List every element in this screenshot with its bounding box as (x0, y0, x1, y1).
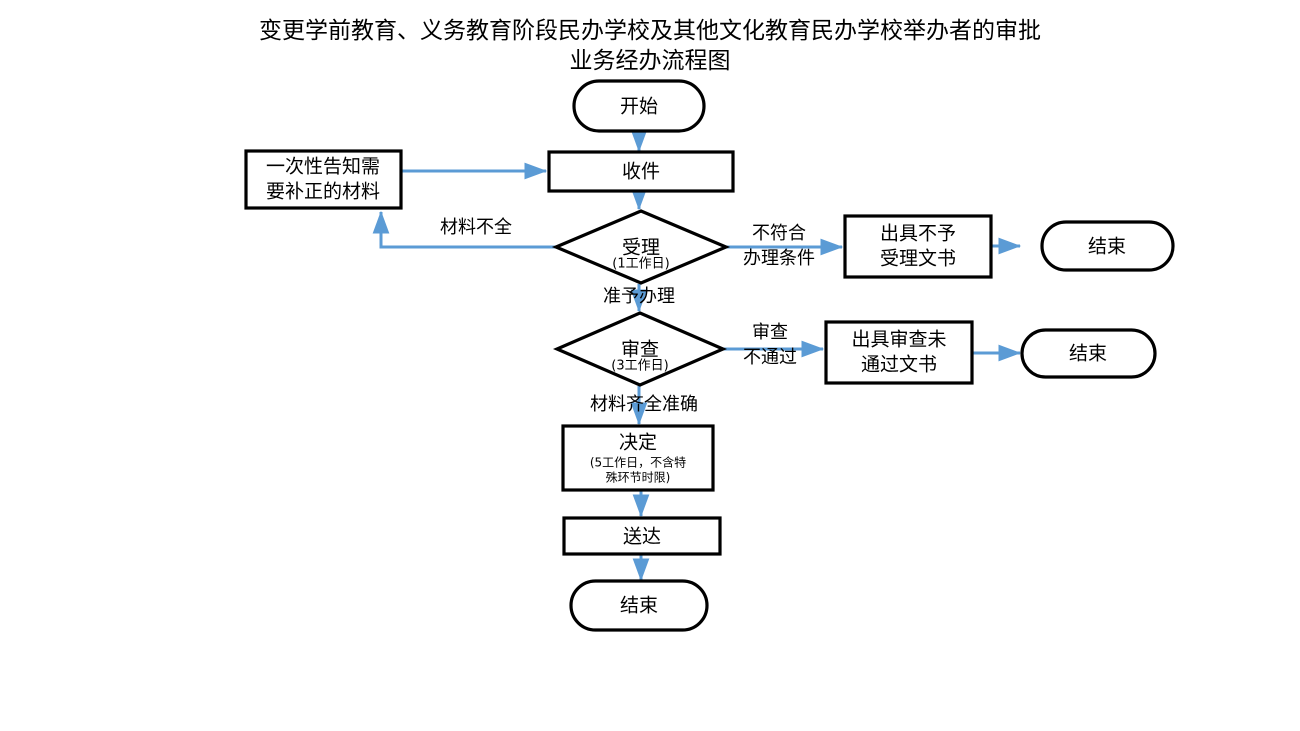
edge-label-incomplete: 材料不全 (440, 217, 512, 238)
node-reject-document[interactable]: 出具不予 受理文书 (843, 214, 993, 279)
node-decide[interactable]: 决定 (5工作日，不含特 殊环节时限) (561, 424, 715, 492)
node-decide-label: 决定 (619, 432, 657, 454)
edge-label-materials-ok: 材料齐全准确 (590, 394, 698, 415)
edge-labels: 材料不全 不符合 办理条件 准予办理 审查 不通过 材料齐全准确 (440, 217, 815, 415)
node-deliver[interactable]: 送达 (562, 516, 722, 556)
node-receive-label: 收件 (622, 161, 660, 183)
edge-label-review-fail-line2: 不通过 (743, 347, 797, 368)
node-start[interactable]: 开始 (572, 79, 706, 133)
node-end-reject[interactable]: 结束 (1040, 220, 1175, 272)
page-title: 变更学前教育、义务教育阶段民办学校及其他文化教育民办学校举办者的审批 业务经办流… (259, 18, 1041, 74)
node-review[interactable]: 审查 (3工作日) (552, 311, 728, 387)
node-accept-sub: (1工作日) (612, 257, 669, 272)
node-start-label: 开始 (620, 96, 658, 118)
node-end-fail-label: 结束 (1069, 343, 1107, 365)
connectors (372, 129, 1022, 582)
node-accept-label: 受理 (622, 237, 660, 259)
node-notify-line1: 一次性告知需 (266, 156, 380, 178)
node-fail-document-line1: 出具审查未 (851, 329, 946, 351)
node-decide-sub1: (5工作日，不含特 (590, 455, 686, 470)
node-accept[interactable]: 受理 (1工作日) (551, 209, 731, 285)
edge-label-permit: 准予办理 (603, 286, 675, 307)
node-reject-document-line1: 出具不予 (880, 223, 956, 245)
node-end-final[interactable]: 结束 (569, 579, 709, 632)
node-deliver-label: 送达 (623, 526, 661, 548)
edge-label-not-qualified-line1: 不符合 (752, 223, 806, 244)
edge-label-review-fail-line1: 审查 (752, 322, 788, 343)
node-fail-document[interactable]: 出具审查未 通过文书 (824, 320, 974, 385)
node-decide-sub2: 殊环节时限) (606, 470, 671, 485)
connector-accept-incomplete-to-notify (372, 210, 556, 249)
node-review-sub: (3工作日) (611, 359, 668, 374)
node-end-reject-label: 结束 (1088, 236, 1126, 258)
node-review-label: 审查 (621, 339, 659, 361)
node-end-final-label: 结束 (620, 595, 658, 617)
node-notify-line2: 要补正的材料 (266, 181, 380, 203)
edge-label-not-qualified-line2: 办理条件 (743, 248, 815, 269)
node-receive[interactable]: 收件 (547, 150, 735, 193)
node-reject-document-line2: 受理文书 (880, 248, 956, 270)
node-notify[interactable]: 一次性告知需 要补正的材料 (244, 149, 403, 210)
node-fail-document-line2: 通过文书 (861, 354, 937, 376)
node-end-fail[interactable]: 结束 (1020, 328, 1157, 379)
